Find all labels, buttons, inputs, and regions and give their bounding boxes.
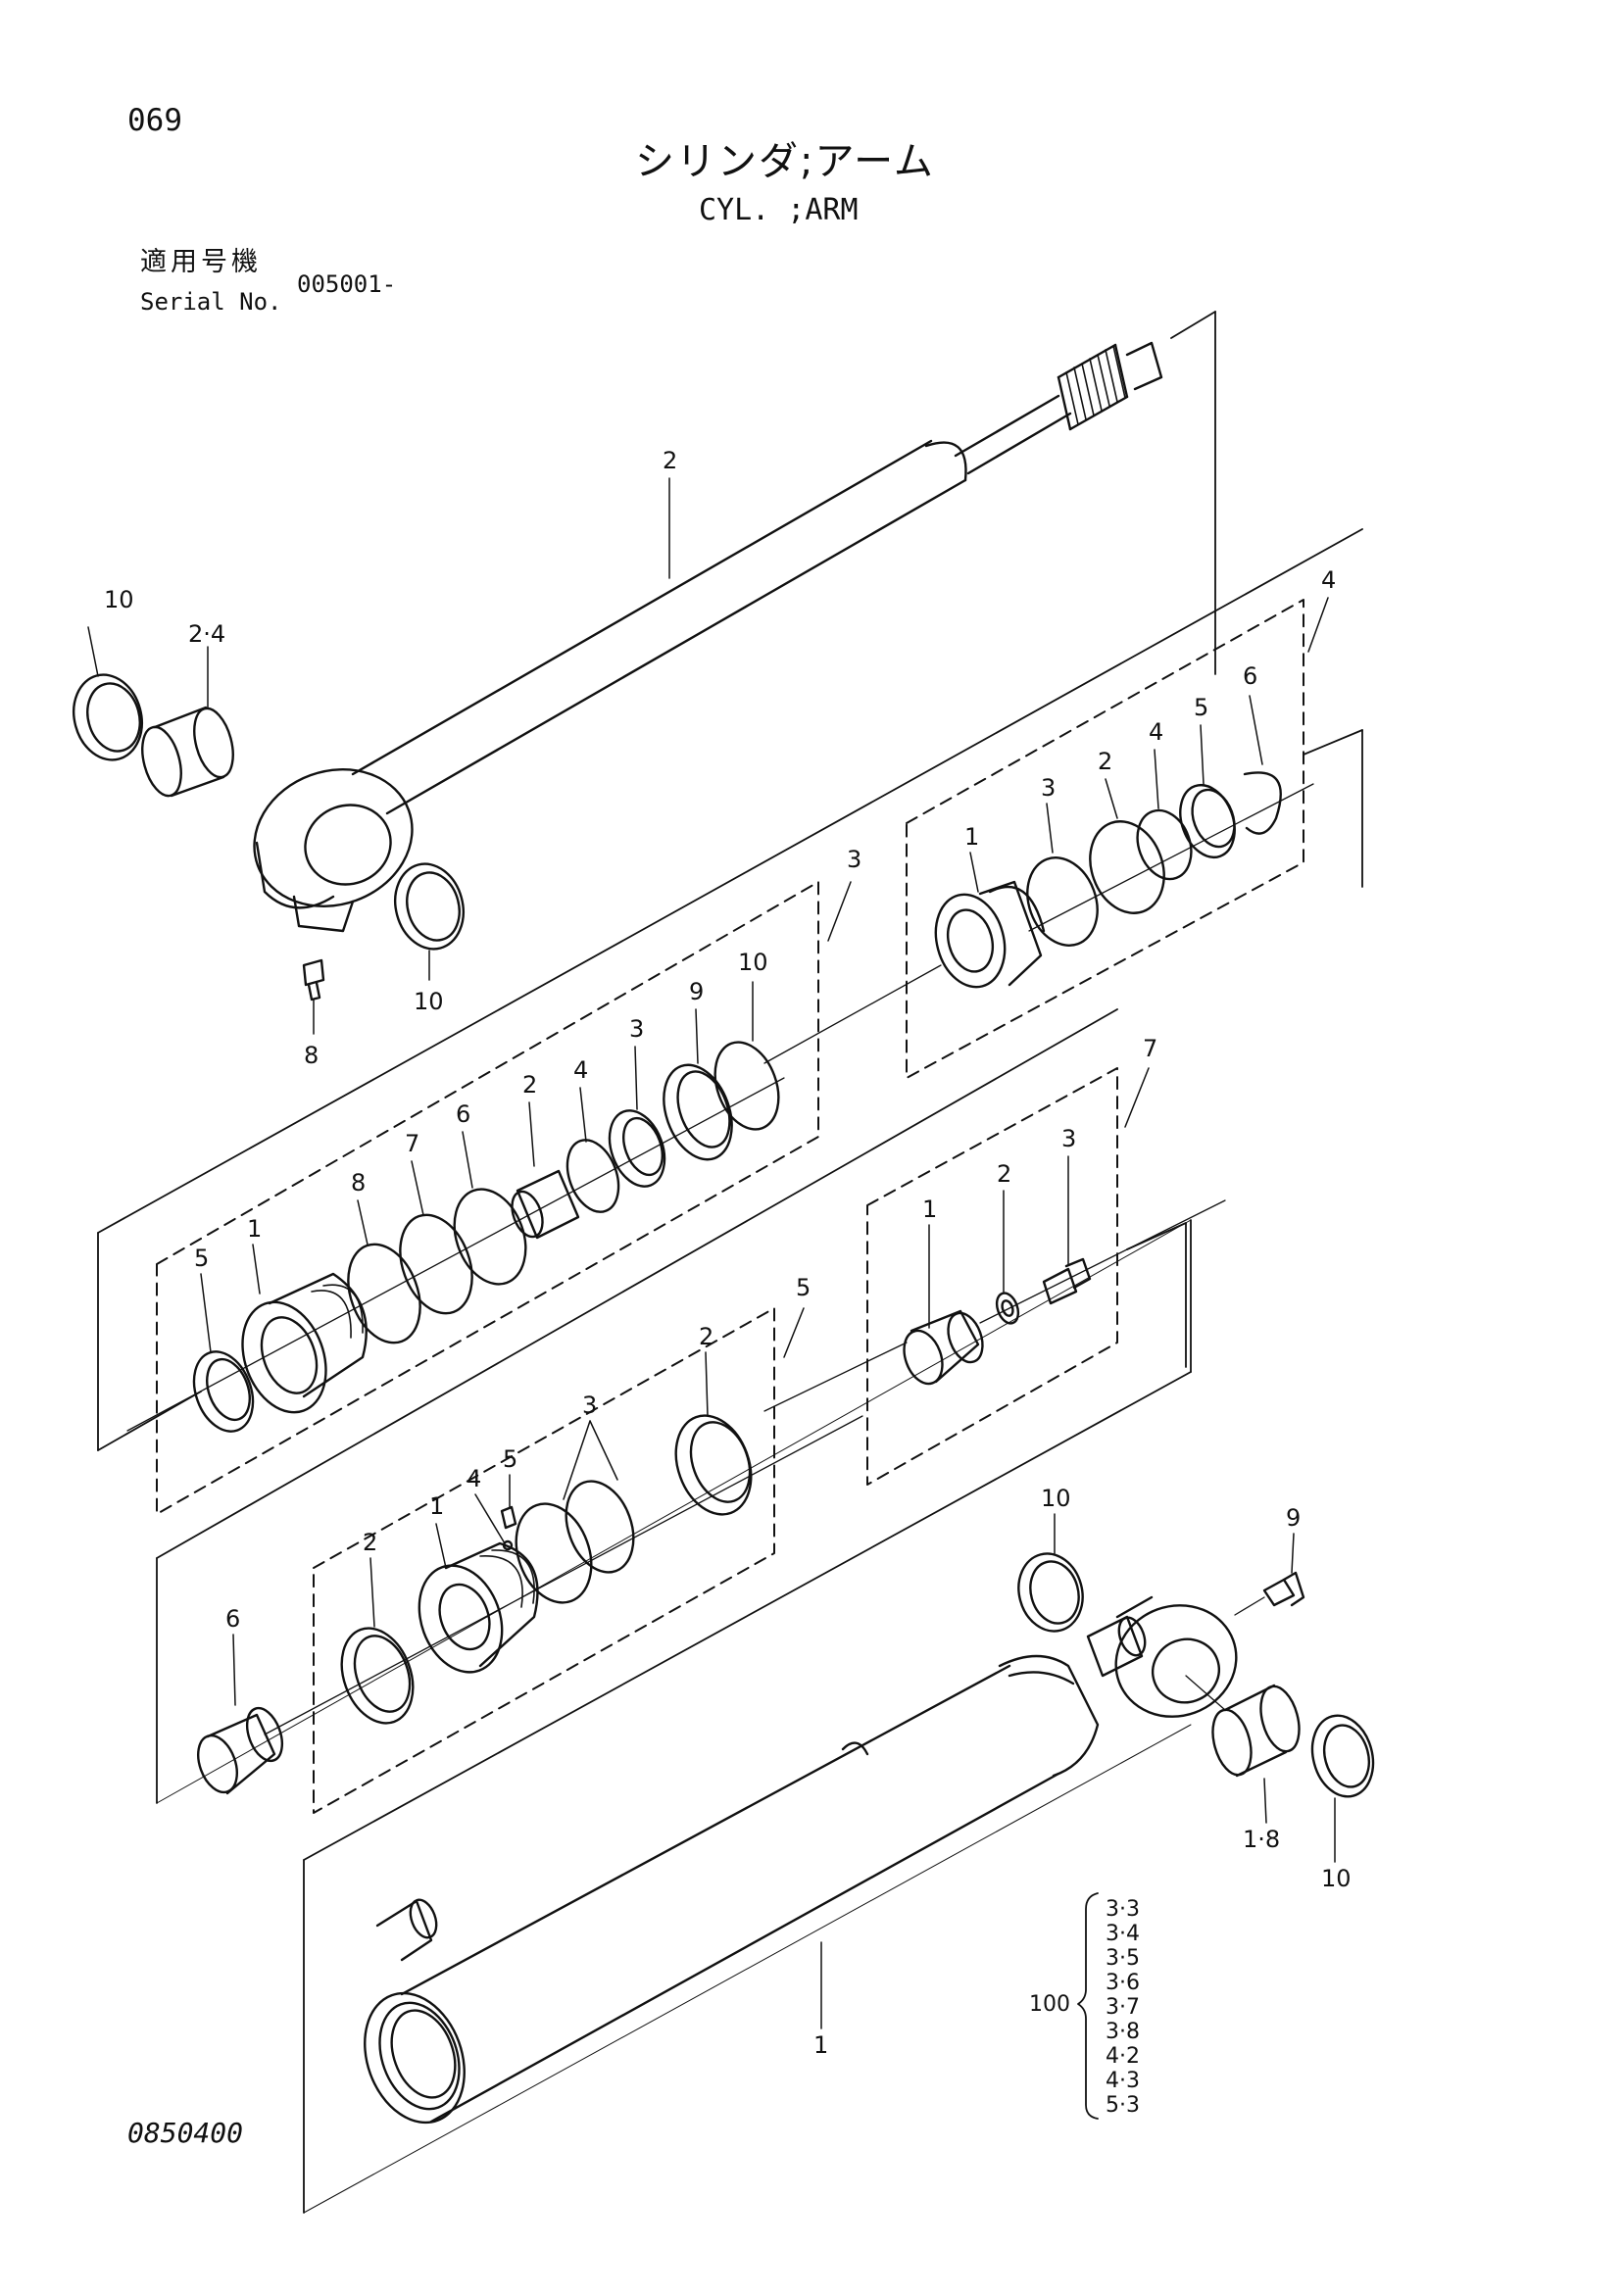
- callout-kit5-part-2-left: 2: [363, 1529, 377, 1556]
- drawing-number: 0850400: [127, 2117, 244, 2149]
- callout-kit5-part-1: 1: [429, 1492, 444, 1520]
- callout-cylinder-tube: 1: [813, 2031, 828, 2059]
- seal-kit-label: 100: [1029, 1992, 1070, 2017]
- callout-labels: 2 10 2·4 10 8 4 1 3 2 4 5 6 3 10 9 3 4 2…: [104, 447, 1352, 2059]
- callout-grease-fitting: 8: [304, 1042, 319, 1069]
- serial-label-japanese: 適用号機: [140, 247, 262, 277]
- callout-kit4-part-4: 4: [1149, 718, 1163, 746]
- callout-rod-seal-left: 10: [104, 586, 134, 613]
- seal-kit-item: 3·7: [1106, 1995, 1140, 2020]
- title-english: CYL. ;ARM: [699, 193, 859, 227]
- callout-kit3-part-9: 9: [689, 978, 704, 1005]
- callout-kit3-part-1: 1: [247, 1215, 262, 1243]
- callout-kit3-part-7: 7: [405, 1130, 419, 1157]
- seal-kit-4-group: [763, 597, 1363, 1079]
- callout-kit7-part-1: 1: [922, 1196, 937, 1223]
- callout-rod: 2: [663, 447, 677, 474]
- seal-kit-3-group: [97, 528, 1363, 1515]
- callout-kit7-part-3: 3: [1061, 1125, 1076, 1152]
- callout-kit-4: 4: [1321, 566, 1336, 594]
- callout-kit3-part-8: 8: [351, 1169, 366, 1197]
- title-japanese: シリンダ;アーム: [635, 139, 935, 184]
- seal-kit-item: 3·3: [1106, 1897, 1140, 1922]
- callout-kit5-part-4: 4: [467, 1465, 481, 1492]
- callout-kit-3: 3: [847, 846, 861, 873]
- callout-kit5-part-3: 3: [582, 1392, 597, 1419]
- callout-kit3-part-6: 6: [456, 1100, 470, 1128]
- serial-label-english: Serial No.: [140, 288, 282, 316]
- callout-kit7-part-2: 2: [997, 1160, 1011, 1188]
- callout-tube-seal-bottom: 10: [1321, 1865, 1352, 1892]
- seal-kit-item: 3·8: [1106, 2020, 1140, 2044]
- callout-kit4-part-3: 3: [1041, 774, 1056, 802]
- callout-kit5-part-2-right: 2: [699, 1323, 713, 1350]
- callout-rod-seal-right: 10: [414, 988, 444, 1015]
- seal-kit-item: 4·2: [1106, 2044, 1140, 2069]
- seal-kit-item: 3·4: [1106, 1922, 1140, 1946]
- seal-kit-item: 5·3: [1106, 2093, 1140, 2118]
- cylinder-tube-assembly: [303, 1219, 1375, 2214]
- seal-kit-item: 4·3: [1106, 2069, 1140, 2093]
- callout-kit5-part-5: 5: [503, 1445, 517, 1473]
- callout-kit4-part-5: 5: [1194, 694, 1208, 721]
- callout-tube-fitting: 9: [1286, 1504, 1301, 1532]
- callout-kit3-part-10: 10: [738, 949, 768, 976]
- callout-kit3-part-3: 3: [629, 1015, 644, 1043]
- seal-kit-item: 3·6: [1106, 1971, 1140, 1995]
- callout-rod-bushing: 2·4: [188, 620, 225, 648]
- seal-kit-100-list: 100 3·3 3·4 3·5 3·6 3·7 3·8 4·2 4·3 5·3: [1029, 1892, 1140, 2120]
- callout-kit3-part-5: 5: [194, 1245, 209, 1272]
- callout-kit4-part-2: 2: [1098, 748, 1112, 775]
- callout-kit-5: 5: [796, 1274, 811, 1301]
- page-number: 069: [127, 103, 182, 138]
- callout-kit3-part-4: 4: [573, 1056, 588, 1084]
- piston-kit-5-group: [156, 1008, 1192, 1814]
- callout-part-6: 6: [225, 1605, 240, 1633]
- callout-kit3-part-2: 2: [522, 1071, 537, 1099]
- callout-tube-bushing: 1·8: [1243, 1826, 1280, 1853]
- callout-tube-seal-top: 10: [1041, 1485, 1071, 1512]
- serial-number-value: 005001-: [297, 270, 397, 298]
- part-kit-7-group: [763, 1067, 1226, 1486]
- callout-kit4-part-6: 6: [1243, 662, 1257, 690]
- seal-kit-item: 3·5: [1106, 1946, 1140, 1971]
- callout-kit-7: 7: [1143, 1035, 1157, 1062]
- piston-rod-assembly: [73, 311, 1216, 1035]
- callout-kit4-part-1: 1: [964, 823, 979, 851]
